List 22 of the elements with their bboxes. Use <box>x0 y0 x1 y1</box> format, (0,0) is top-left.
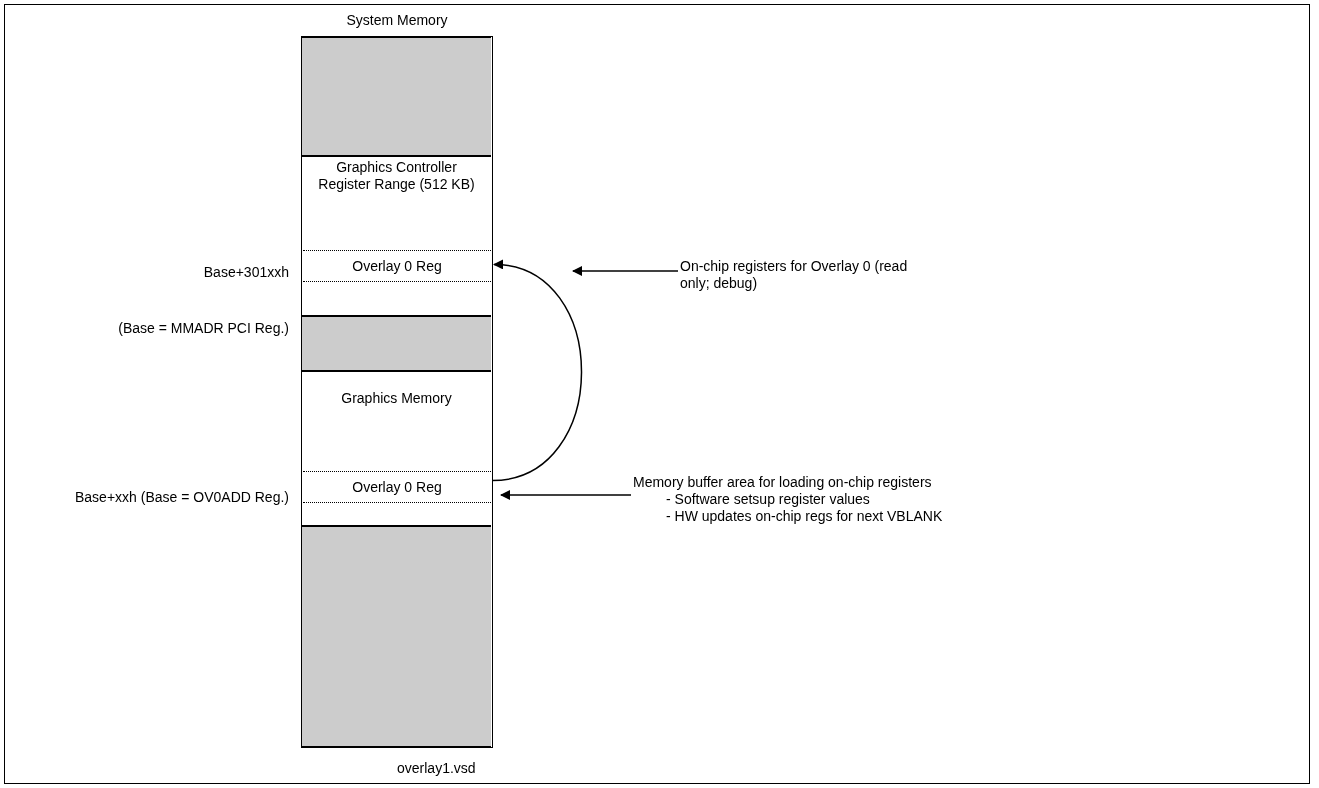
register-band: Overlay 0 Reg <box>303 250 491 282</box>
region-label: Graphics Controller Register Range (512 KB) <box>317 159 476 193</box>
address-label: Base+xxh (Base = OV0ADD Reg.) <box>74 489 289 506</box>
column-heading: System Memory <box>345 12 449 29</box>
callout-text: - HW updates on-chip regs for next VBLANK <box>666 508 943 525</box>
callout-text: - Software setsup register values <box>666 491 870 508</box>
address-label: (Base = MMADR PCI Reg.) <box>117 320 289 337</box>
region-label: Graphics Memory <box>340 390 453 407</box>
register-band: Overlay 0 Reg <box>303 471 491 503</box>
file-name: overlay1.vsd <box>397 760 476 777</box>
callout-text: On-chip registers for Overlay 0 (read only; debug) <box>680 258 909 292</box>
arrow <box>500 490 632 500</box>
memory-region <box>302 371 491 526</box>
memory-column <box>301 36 493 748</box>
curved-arrow <box>491 260 583 482</box>
memory-region <box>302 156 491 316</box>
address-label: Base+301xxh <box>202 264 289 281</box>
memory-region <box>302 316 491 371</box>
arrow <box>572 266 679 276</box>
callout-text: Memory buffer area for loading on-chip registers <box>633 474 932 491</box>
memory-region <box>302 37 491 156</box>
memory-region <box>302 526 491 747</box>
